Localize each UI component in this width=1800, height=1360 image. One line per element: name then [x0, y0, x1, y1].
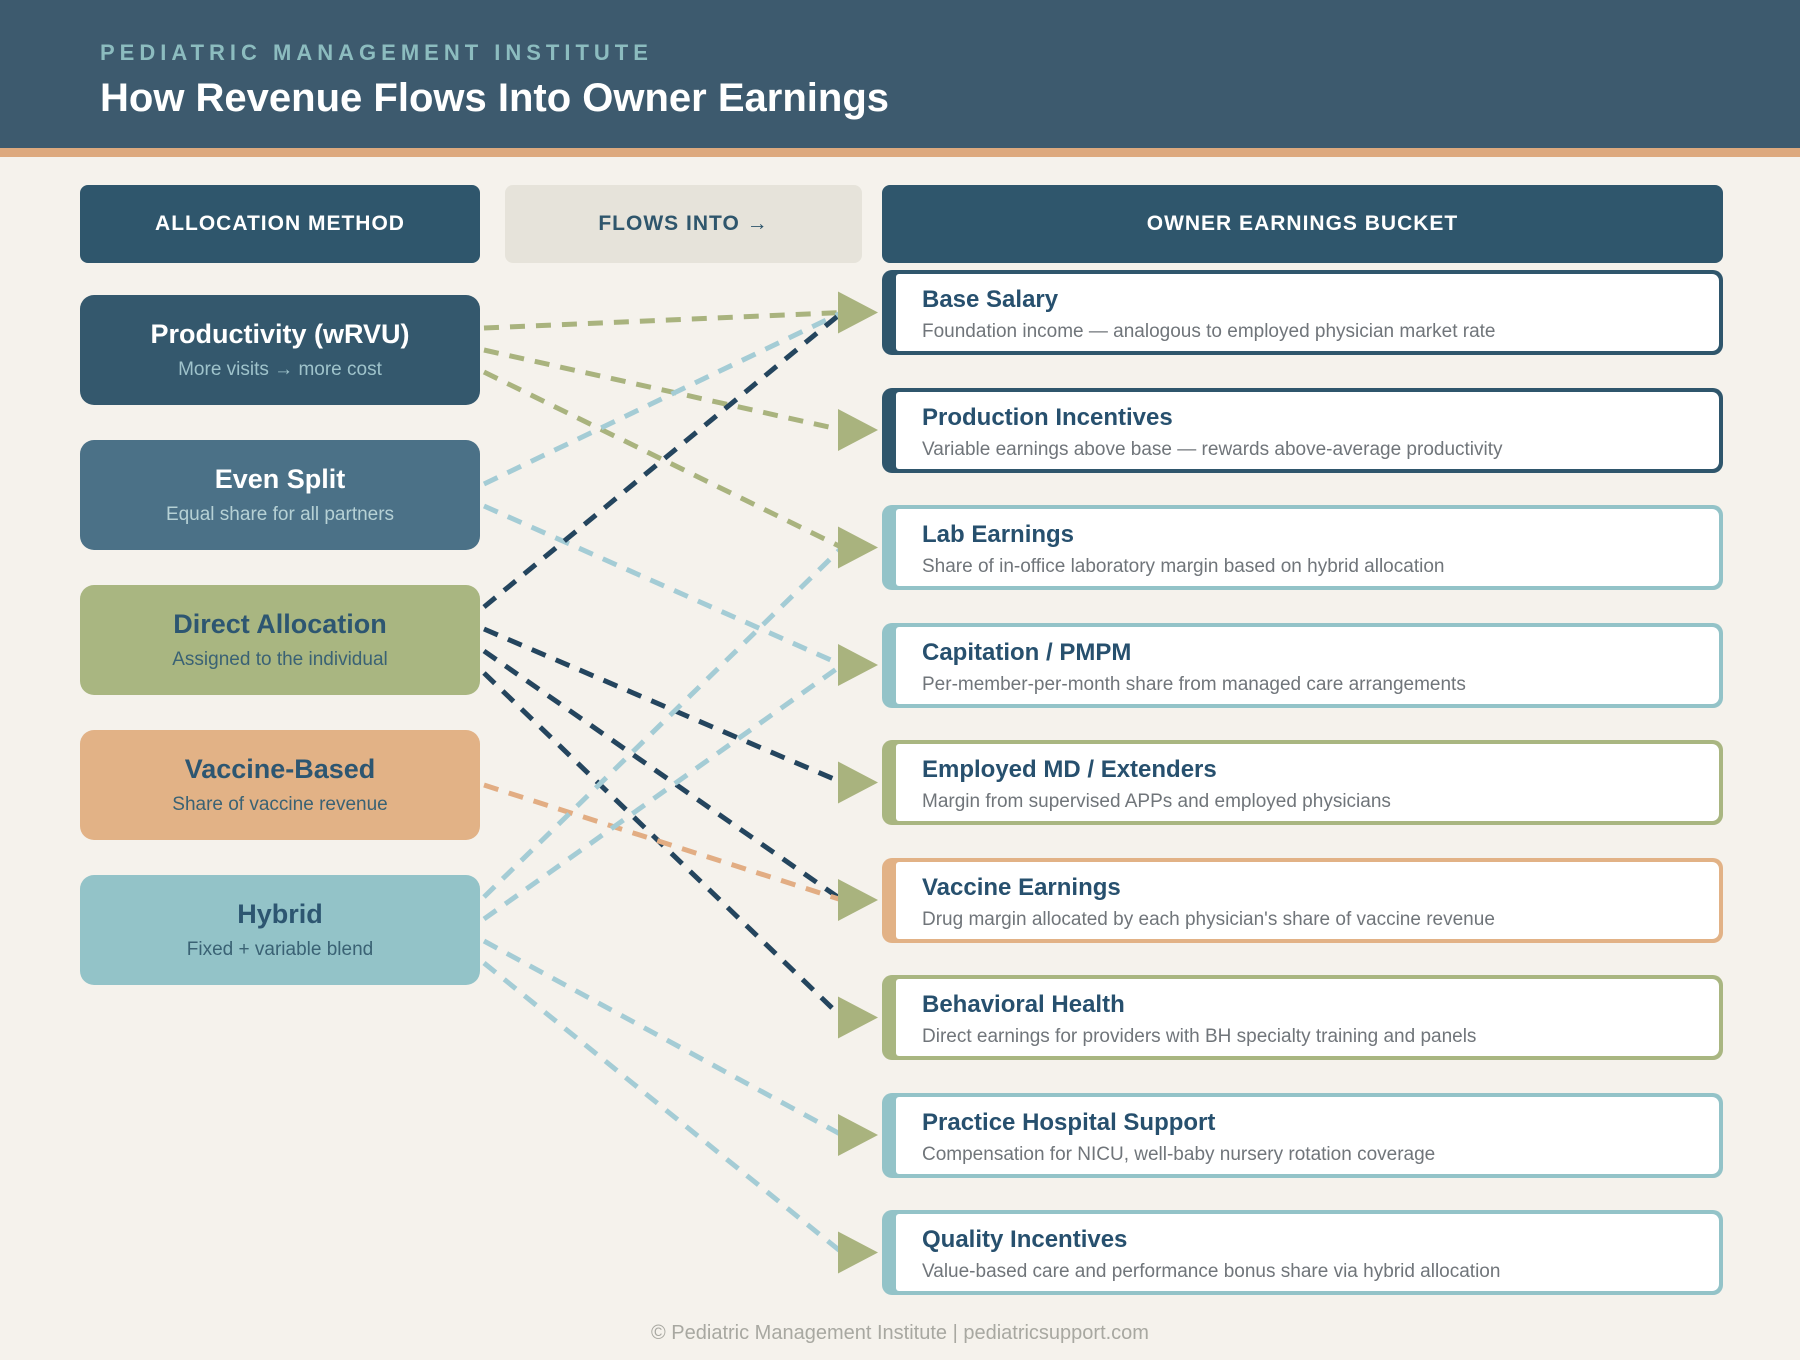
flow-line-direct-allocation-to-base-salary [482, 310, 844, 609]
arrowhead-employed-md-extenders [838, 761, 878, 804]
bucket-card-capitation-pmpm: Capitation / PMPM Per-member-per-month sh… [882, 622, 1723, 708]
arrowhead-quality-incentives [838, 1231, 878, 1274]
bucket-title-quality-incentives: Quality Incentives [922, 1226, 1128, 1253]
flow-line-hybrid-to-practice-hospital-support [482, 938, 844, 1138]
bucket-title-capitation-pmpm: Capitation / PMPM [922, 638, 1132, 666]
organization-name: PEDIATRIC MANAGEMENT INSTITUTE [100, 40, 653, 65]
flow-line-vaccine-based-to-vaccine-earnings [483, 782, 843, 903]
flow-line-productivity-to-base-salary [483, 310, 843, 331]
bucket-subtitle-practice-hospital-support: Compensation for NICU, well-baby nursery… [922, 1143, 1436, 1165]
arrowhead-lab-earnings [838, 526, 878, 569]
method-title-hybrid: Hybrid [237, 899, 323, 929]
flow-line-even-split-to-capitation-pmpm [482, 503, 844, 668]
bucket-subtitle-behavioral-health: Direct earnings for providers with BH sp… [922, 1026, 1477, 1047]
method-title-productivity: Productivity (wRVU) [150, 319, 410, 349]
method-title-vaccine-based: Vaccine-Based [184, 754, 376, 784]
method-title-even-split: Even Split [214, 464, 346, 494]
arrowhead-practice-hospital-support [838, 1114, 878, 1156]
method-subtitle-vaccine-based: Share of vaccine revenue [172, 794, 388, 815]
column-header-allocation-method: ALLOCATION METHOD [80, 185, 480, 263]
method-subtitle-direct-allocation: Assigned to the individual [172, 649, 388, 670]
bucket-subtitle-employed-md-extenders: Margin from supervised APPs and employed… [922, 791, 1391, 812]
column-header-flows-into: FLOWS INTO → [505, 185, 862, 263]
bucket-subtitle-lab-earnings: Share of in-office laboratory margin bas… [922, 556, 1445, 577]
bucket-title-vaccine-earnings: Vaccine Earnings [922, 873, 1121, 901]
column-header-owner-earnings-bucket: OWNER EARNINGS BUCKET [882, 185, 1723, 263]
flow-line-direct-allocation-to-behavioral-health [482, 671, 844, 1020]
arrowhead-capitation-pmpm [838, 644, 878, 686]
flow-line-hybrid-to-capitation-pmpm [482, 662, 844, 922]
page-header: PEDIATRIC MANAGEMENT INSTITUTE How Reven… [0, 0, 1800, 148]
flow-line-hybrid-to-quality-incentives [482, 961, 844, 1255]
flow-line-hybrid-to-lab-earnings [482, 545, 844, 899]
arrowhead-vaccine-earnings [838, 879, 878, 921]
header-accent-bar [0, 148, 1800, 157]
bucket-title-behavioral-health: Behavioral Health [922, 991, 1125, 1018]
bucket-subtitle-production-incentives: Variable earnings above base — rewards a… [922, 438, 1503, 460]
method-subtitle-productivity: More visits → more cost [178, 359, 382, 380]
bucket-title-production-incentives: Production Incentives [922, 403, 1173, 431]
method-subtitle-hybrid: Fixed + variable blend [186, 939, 374, 960]
arrowhead-production-incentives [838, 409, 878, 451]
method-subtitle-even-split: Equal share for all partners [165, 504, 395, 525]
bucket-title-practice-hospital-support: Practice Hospital Support [922, 1108, 1216, 1136]
bucket-title-base-salary: Base Salary [922, 286, 1059, 313]
footer-copyright: © Pediatric Management Institute | pedia… [651, 1322, 1149, 1344]
bucket-card-body-capitation-pmpm: Capitation / PMPM Per-member-per-month sh… [896, 626, 1719, 704]
flow-line-direct-allocation-to-vaccine-earnings [482, 648, 844, 903]
bucket-title-lab-earnings: Lab Earnings [922, 521, 1075, 548]
bucket-subtitle-vaccine-earnings: Drug margin allocated by each physician'… [922, 908, 1495, 930]
flow-line-productivity-to-lab-earnings [482, 369, 844, 550]
page-title: How Revenue Flows Into Owner Earnings [100, 76, 890, 120]
arrowhead-base-salary [838, 291, 878, 334]
bucket-subtitle-base-salary: Foundation income — analogous to employe… [922, 321, 1496, 342]
method-title-direct-allocation: Direct Allocation [173, 609, 387, 639]
bucket-title-employed-md-extenders: Employed MD / Extenders [922, 756, 1217, 783]
arrowhead-behavioral-health [838, 996, 878, 1039]
bucket-subtitle-capitation-pmpm: Per-member-per-month share from managed … [922, 673, 1466, 695]
bucket-subtitle-quality-incentives: Value-based care and performance bonus s… [922, 1261, 1501, 1282]
method-card-productivity: Productivity (wRVU) More visits → more co… [80, 295, 480, 405]
flow-line-direct-allocation-to-employed-md-extenders [483, 626, 843, 785]
flow-line-even-split-to-base-salary [482, 310, 844, 487]
flow-line-productivity-to-production-incentives [483, 347, 843, 433]
